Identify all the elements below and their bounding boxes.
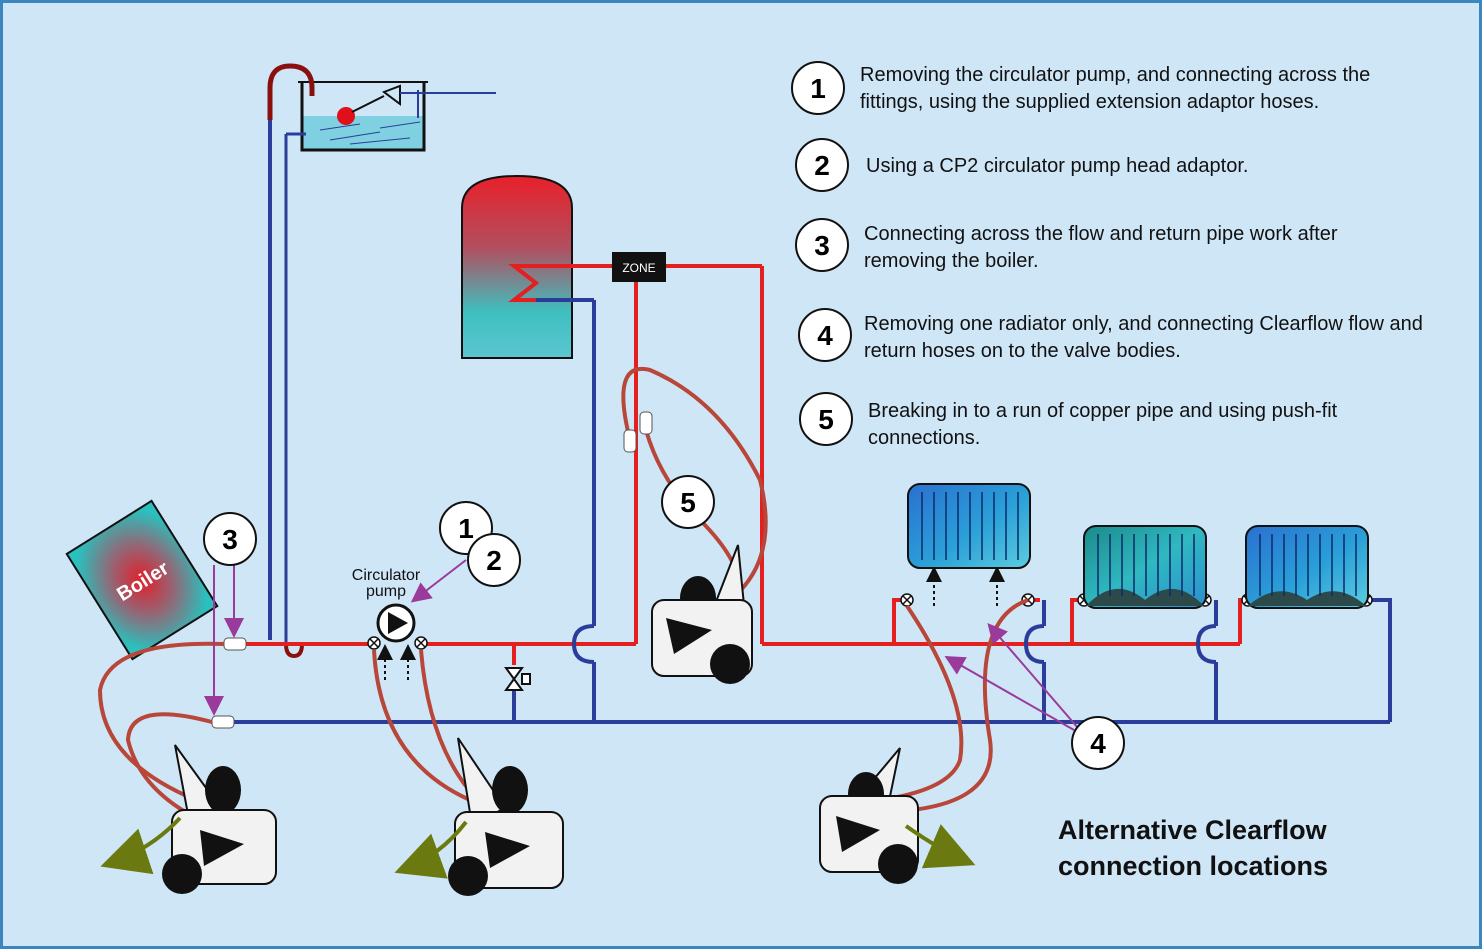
pump-label-line2: pump [366,583,406,600]
svg-text:3: 3 [814,230,830,261]
pushfit-connector-5a [623,429,637,453]
svg-text:1: 1 [810,73,826,104]
zone-label: ZONE [622,261,655,275]
footer-title-line1: Alternative Clearflow [1058,815,1327,845]
pushfit-connector-flow [223,637,247,651]
pushfit-connector-return [211,715,235,729]
isolation-valve-icons [367,593,1373,650]
pushfit-connector-5b [639,411,653,435]
svg-text:2: 2 [814,150,830,181]
drain-valve-icon [504,667,531,691]
legend-text-3: Connecting across the flow and return pi… [864,223,1338,272]
legend-text-1: Removing the circulator pump, and connec… [860,64,1371,113]
legend-marker-4: 4 [798,308,852,362]
legend-marker-1: 1 [791,61,845,115]
legend-text-5: Breaking in to a run of copper pipe and … [868,400,1338,449]
footer-title: Alternative Clearflow connection locatio… [1058,812,1328,884]
legend-marker-2: 2 [795,138,849,192]
legend-marker-5: 5 [799,392,853,446]
footer-title-line2: connection locations [1058,851,1329,881]
radiator-removed [907,483,1031,569]
circulator-pump-icon [376,603,416,643]
svg-text:5: 5 [680,487,696,518]
dotted-arrows [377,566,1005,680]
svg-text:3: 3 [222,524,238,555]
boiler: Boiler [65,499,219,661]
header-tank [298,81,496,152]
radiator-2 [1083,525,1207,609]
vent-pipes [267,63,315,659]
marker-5-diagram: 5 [661,475,715,529]
marker-2-diagram: 2 [467,533,521,587]
legend-text-4: Removing one radiator only, and connecti… [864,313,1423,362]
clearflow-machine-1 [162,744,277,894]
svg-text:5: 5 [818,404,834,435]
hot-water-cylinder [461,174,612,359]
legend-marker-3: 3 [795,218,849,272]
marker-3-diagram: 3 [203,512,257,566]
svg-text:1: 1 [458,513,474,544]
clearflow-machine-3 [651,544,753,684]
legend-text-2: Using a CP2 circulator pump head adaptor… [866,155,1249,177]
float-ball-icon [337,107,355,125]
clearflow-machine-4 [819,747,919,884]
annotation-arrows [204,559,1079,731]
zone-valve: ZONE [612,252,666,282]
radiator-3 [1245,525,1369,609]
pump-label-line1: Circulator [352,567,421,584]
svg-text:2: 2 [486,545,502,576]
svg-text:4: 4 [817,320,833,351]
clearflow-machine-2 [448,737,564,896]
flow-pipework [230,264,1248,665]
marker-4-diagram: 4 [1071,716,1125,770]
svg-text:4: 4 [1090,728,1106,759]
discharge-arrows [100,816,976,879]
